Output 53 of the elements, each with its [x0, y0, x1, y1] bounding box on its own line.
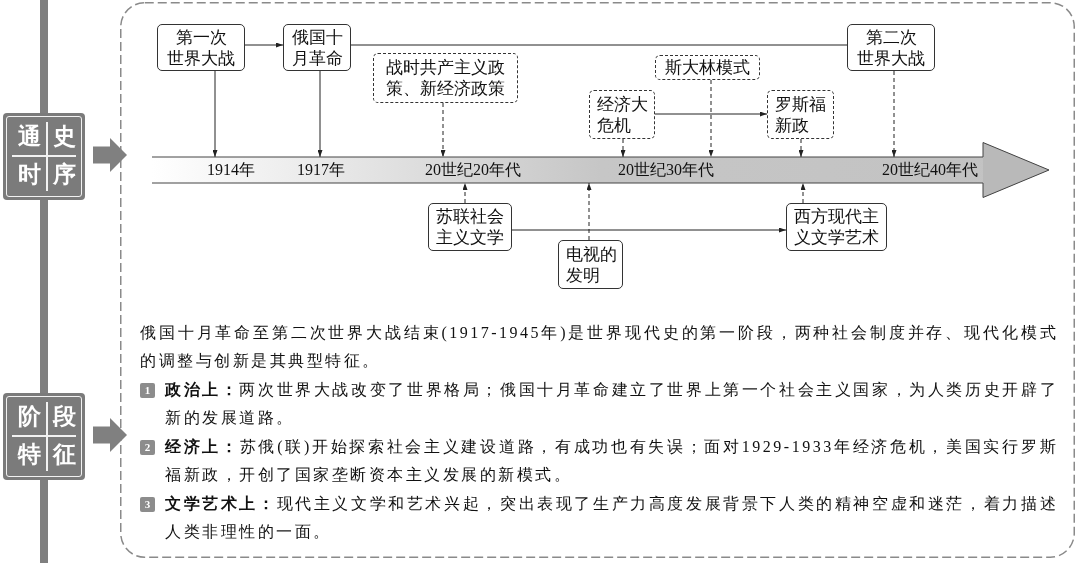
feature-paragraph: 文学艺术上：现代主义文学和艺术兴起，突出表现了生产力高度发展背景下人类的精神空虚和迷茫，着力描述人类非理性的一面。: [165, 494, 1058, 542]
list-number: 3: [140, 497, 155, 512]
event-label: 西方现代主义文学艺术: [794, 206, 879, 248]
feature-paragraph: 经济上：苏俄(联)开始探索社会主义建设道路，有成功也有失误；面对1929-1933年经济危机，美国实行罗斯福新政，开创了国家垄断资本主义发展的新模式。: [165, 437, 1058, 485]
block-arrow: [93, 138, 127, 172]
arrow: [511, 227, 787, 233]
event-label: 俄国十月革命: [291, 26, 343, 69]
arrow: [244, 42, 284, 48]
event-box: [589, 90, 655, 139]
arrow: [800, 182, 806, 204]
arrow: [708, 79, 714, 158]
arrow: [798, 138, 804, 158]
event-label: 电视的发明: [566, 243, 617, 286]
event-label: 罗斯福新政: [775, 93, 826, 136]
stamp-text: 通史时序: [18, 123, 89, 189]
intro-paragraph: 俄国十月革命至第二次世界大战结束(1917-1945年)是世界现代史的第一阶段，两种社会制度并存、现代化模式的调整与创新是其典型特征。: [140, 323, 1058, 371]
connector-line: [350, 44, 848, 46]
year-label: 20世纪30年代: [618, 160, 714, 180]
arrow: [212, 70, 218, 158]
seal-stamp: [3, 113, 85, 200]
arrow: [586, 182, 592, 241]
event-box: [786, 203, 887, 251]
event-label: 斯大林模式: [665, 57, 750, 78]
event-label: 战时共产主义政策、新经济政策: [386, 57, 505, 99]
stamp-text: 阶段特征: [18, 403, 89, 469]
event-box: [428, 203, 512, 251]
event-box: [283, 24, 351, 71]
event-label: 第二次世界大战: [857, 26, 925, 69]
event-label: 苏联社会主义文学: [436, 206, 504, 248]
event-box: [157, 24, 245, 71]
event-box: [655, 55, 760, 80]
arrow: [891, 70, 897, 158]
feature-paragraph: 政治上：两次世界大战改变了世界格局；俄国十月革命建立了世界上第一个社会主义国家，为人类历史开辟了新的发展道路。: [165, 380, 1058, 428]
year-label: 1914年: [207, 160, 255, 180]
year-label: 20世纪20年代: [425, 160, 521, 180]
arrow: [620, 138, 626, 158]
event-box: [373, 53, 518, 103]
dashed-frame: [120, 2, 1075, 558]
event-box: [767, 90, 834, 139]
block-arrow: [93, 418, 127, 452]
arrow: [462, 182, 468, 204]
event-box: [558, 240, 623, 289]
arrow: [317, 70, 323, 158]
event-label: 经济大危机: [597, 93, 648, 136]
arrow: [654, 111, 768, 117]
year-label: 1917年: [297, 160, 345, 180]
event-label: 第一次世界大战: [167, 26, 235, 69]
arrow: [440, 102, 446, 158]
seal-stamp: [3, 393, 85, 480]
list-number: 1: [140, 383, 155, 398]
year-label: 20世纪40年代: [882, 160, 978, 180]
list-number: 2: [140, 440, 155, 455]
event-box: [847, 24, 935, 71]
